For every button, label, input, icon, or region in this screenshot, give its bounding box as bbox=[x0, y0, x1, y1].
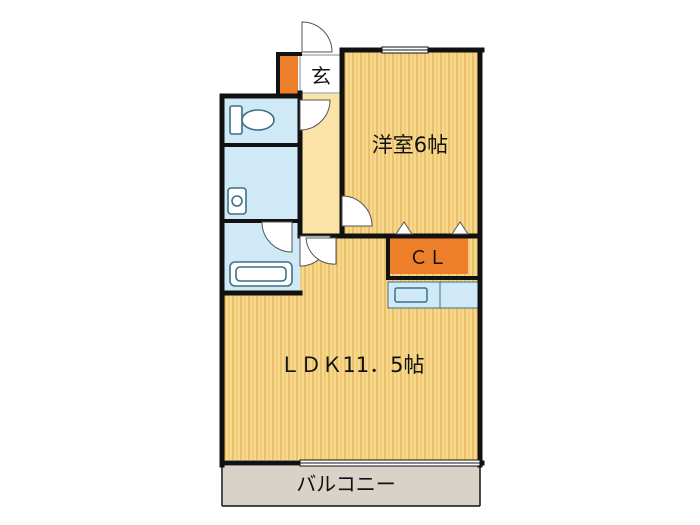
balcony-rail bbox=[221, 465, 481, 507]
entrance bbox=[280, 54, 343, 94]
bathtub-icon bbox=[229, 261, 293, 287]
balcony-label: バルコニー bbox=[296, 472, 396, 496]
ldk-label: ＬＤＫ11．5帖 bbox=[279, 353, 424, 377]
toilet-icon bbox=[229, 105, 275, 135]
western-room bbox=[342, 50, 480, 236]
western-room-label: 洋室6帖 bbox=[372, 133, 448, 157]
washbasin-icon bbox=[227, 187, 247, 215]
kitchen-sink-icon bbox=[394, 287, 428, 303]
balcony bbox=[223, 466, 480, 506]
closet-label: ＣＬ bbox=[409, 247, 447, 269]
closet bbox=[388, 236, 468, 274]
entrance-label: 玄 bbox=[311, 64, 331, 88]
windows bbox=[299, 46, 481, 467]
door-swing-icon bbox=[261, 21, 469, 267]
